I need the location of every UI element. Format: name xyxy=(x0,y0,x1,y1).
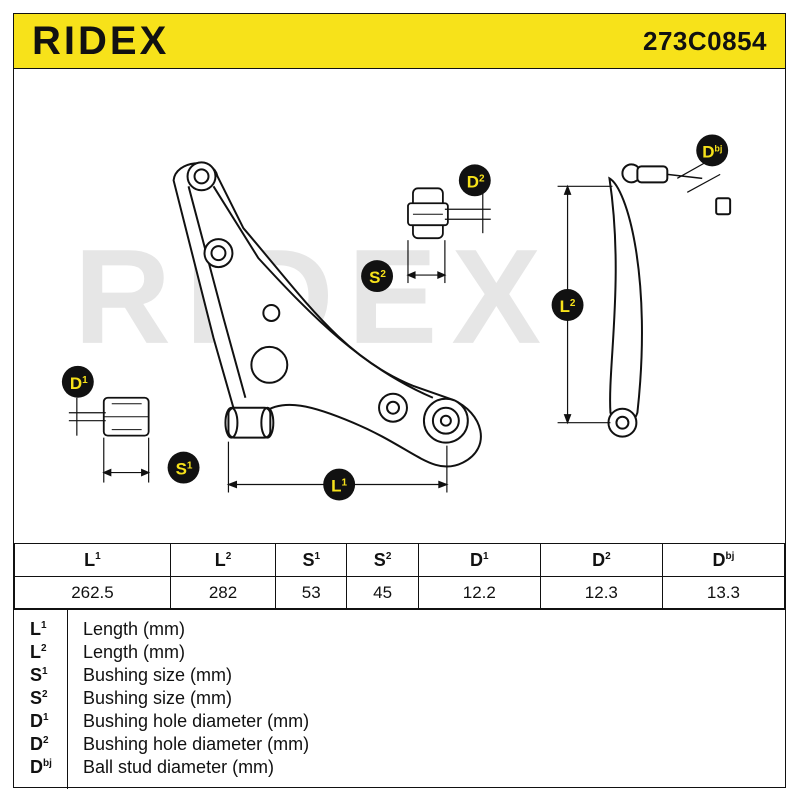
legend-symbol: S1 xyxy=(30,665,48,685)
bushing-1-drawing xyxy=(102,396,150,437)
dimension-s1 xyxy=(102,437,151,483)
legend-row: S2 Bushing size (mm) xyxy=(14,688,785,710)
spec-header: S2 xyxy=(346,543,419,577)
spec-value: 262.5 xyxy=(14,576,171,610)
spec-header-row: L1 L2 S1 S2 D1 D2 Dbj xyxy=(14,543,786,577)
legend-symbol: D1 xyxy=(30,711,49,731)
legend-description: Length (mm) xyxy=(83,619,186,639)
dimension-s2 xyxy=(406,240,447,284)
svg-text:D1: D1 xyxy=(70,374,88,393)
spec-header: L2 xyxy=(169,543,277,577)
side-view-drawing xyxy=(607,163,732,438)
spec-value: 13.3 xyxy=(661,576,786,610)
legend-symbol: L1 xyxy=(30,619,47,639)
spec-value-row: 262.5 282 53 45 12.2 12.3 13.3 xyxy=(14,576,786,610)
control-arm-drawing xyxy=(172,161,482,468)
spec-header: S1 xyxy=(275,543,348,577)
arm-outline xyxy=(172,162,482,468)
spec-header: D2 xyxy=(539,543,663,577)
svg-text:S1: S1 xyxy=(176,460,193,479)
spec-value: 12.2 xyxy=(417,576,541,610)
callout-dbj: Dbj xyxy=(696,134,729,167)
legend-symbol: D2 xyxy=(30,734,49,754)
technical-drawing: RIDEX xyxy=(61,134,732,501)
legend-symbol: Dbj xyxy=(30,757,52,777)
spec-header: L1 xyxy=(14,543,171,577)
legend-description: Bushing size (mm) xyxy=(83,688,233,708)
legend-symbol: L2 xyxy=(30,642,47,662)
callout-d2: D2 xyxy=(458,164,491,197)
dimension-d2 xyxy=(444,193,491,234)
svg-text:D2: D2 xyxy=(467,172,485,191)
legend-row: L1 Length (mm) xyxy=(14,619,785,641)
legend-row: S1 Bushing size (mm) xyxy=(14,665,785,687)
legend-description: Bushing hole diameter (mm) xyxy=(83,734,310,754)
brand-text: RIDEX xyxy=(32,20,169,62)
legend-row: Dbj Ball stud diameter (mm) xyxy=(14,757,785,779)
callout-s2: S2 xyxy=(361,260,394,293)
legend-row: D2 Bushing hole diameter (mm) xyxy=(14,734,785,756)
callout-d1: D1 xyxy=(61,365,94,398)
legend-row: D1 Bushing hole diameter (mm) xyxy=(14,711,785,733)
callout-s1: S1 xyxy=(167,451,200,484)
legend-description: Bushing hole diameter (mm) xyxy=(83,711,310,731)
callout-l1: L1 xyxy=(323,468,356,501)
spec-value: 53 xyxy=(275,576,348,610)
callout-l2: L2 xyxy=(551,289,584,321)
header-bar: RIDEX 273C0854 xyxy=(14,14,785,69)
dimension-d1 xyxy=(68,397,106,436)
legend-symbol: S2 xyxy=(30,688,48,708)
product-sheet: RIDEX 273C0854 RIDEX xyxy=(13,13,786,789)
part-number: 273C0854 xyxy=(643,26,767,56)
spec-value: 12.3 xyxy=(539,576,663,610)
legend-row: L2 Length (mm) xyxy=(14,642,785,664)
legend-description: Ball stud diameter (mm) xyxy=(83,757,275,777)
spec-header: Dbj xyxy=(661,543,786,577)
spec-value: 45 xyxy=(346,576,419,610)
legend-description: Length (mm) xyxy=(83,642,186,662)
legend: L1 Length (mm) L2 Length (mm) S1 Bushing… xyxy=(14,608,785,789)
spec-header: D1 xyxy=(417,543,541,577)
spec-table: L1 L2 S1 S2 D1 D2 Dbj 262.5 282 53 45 12… xyxy=(14,543,786,610)
legend-divider xyxy=(67,609,69,789)
svg-text:S2: S2 xyxy=(369,268,386,287)
svg-text:L2: L2 xyxy=(560,297,576,316)
bushing-2-drawing xyxy=(407,187,449,240)
svg-text:Dbj: Dbj xyxy=(702,142,722,161)
spec-value: 282 xyxy=(169,576,277,610)
svg-text:L1: L1 xyxy=(331,477,347,496)
ridex-logo: RIDEX xyxy=(32,20,169,62)
legend-description: Bushing size (mm) xyxy=(83,665,233,685)
